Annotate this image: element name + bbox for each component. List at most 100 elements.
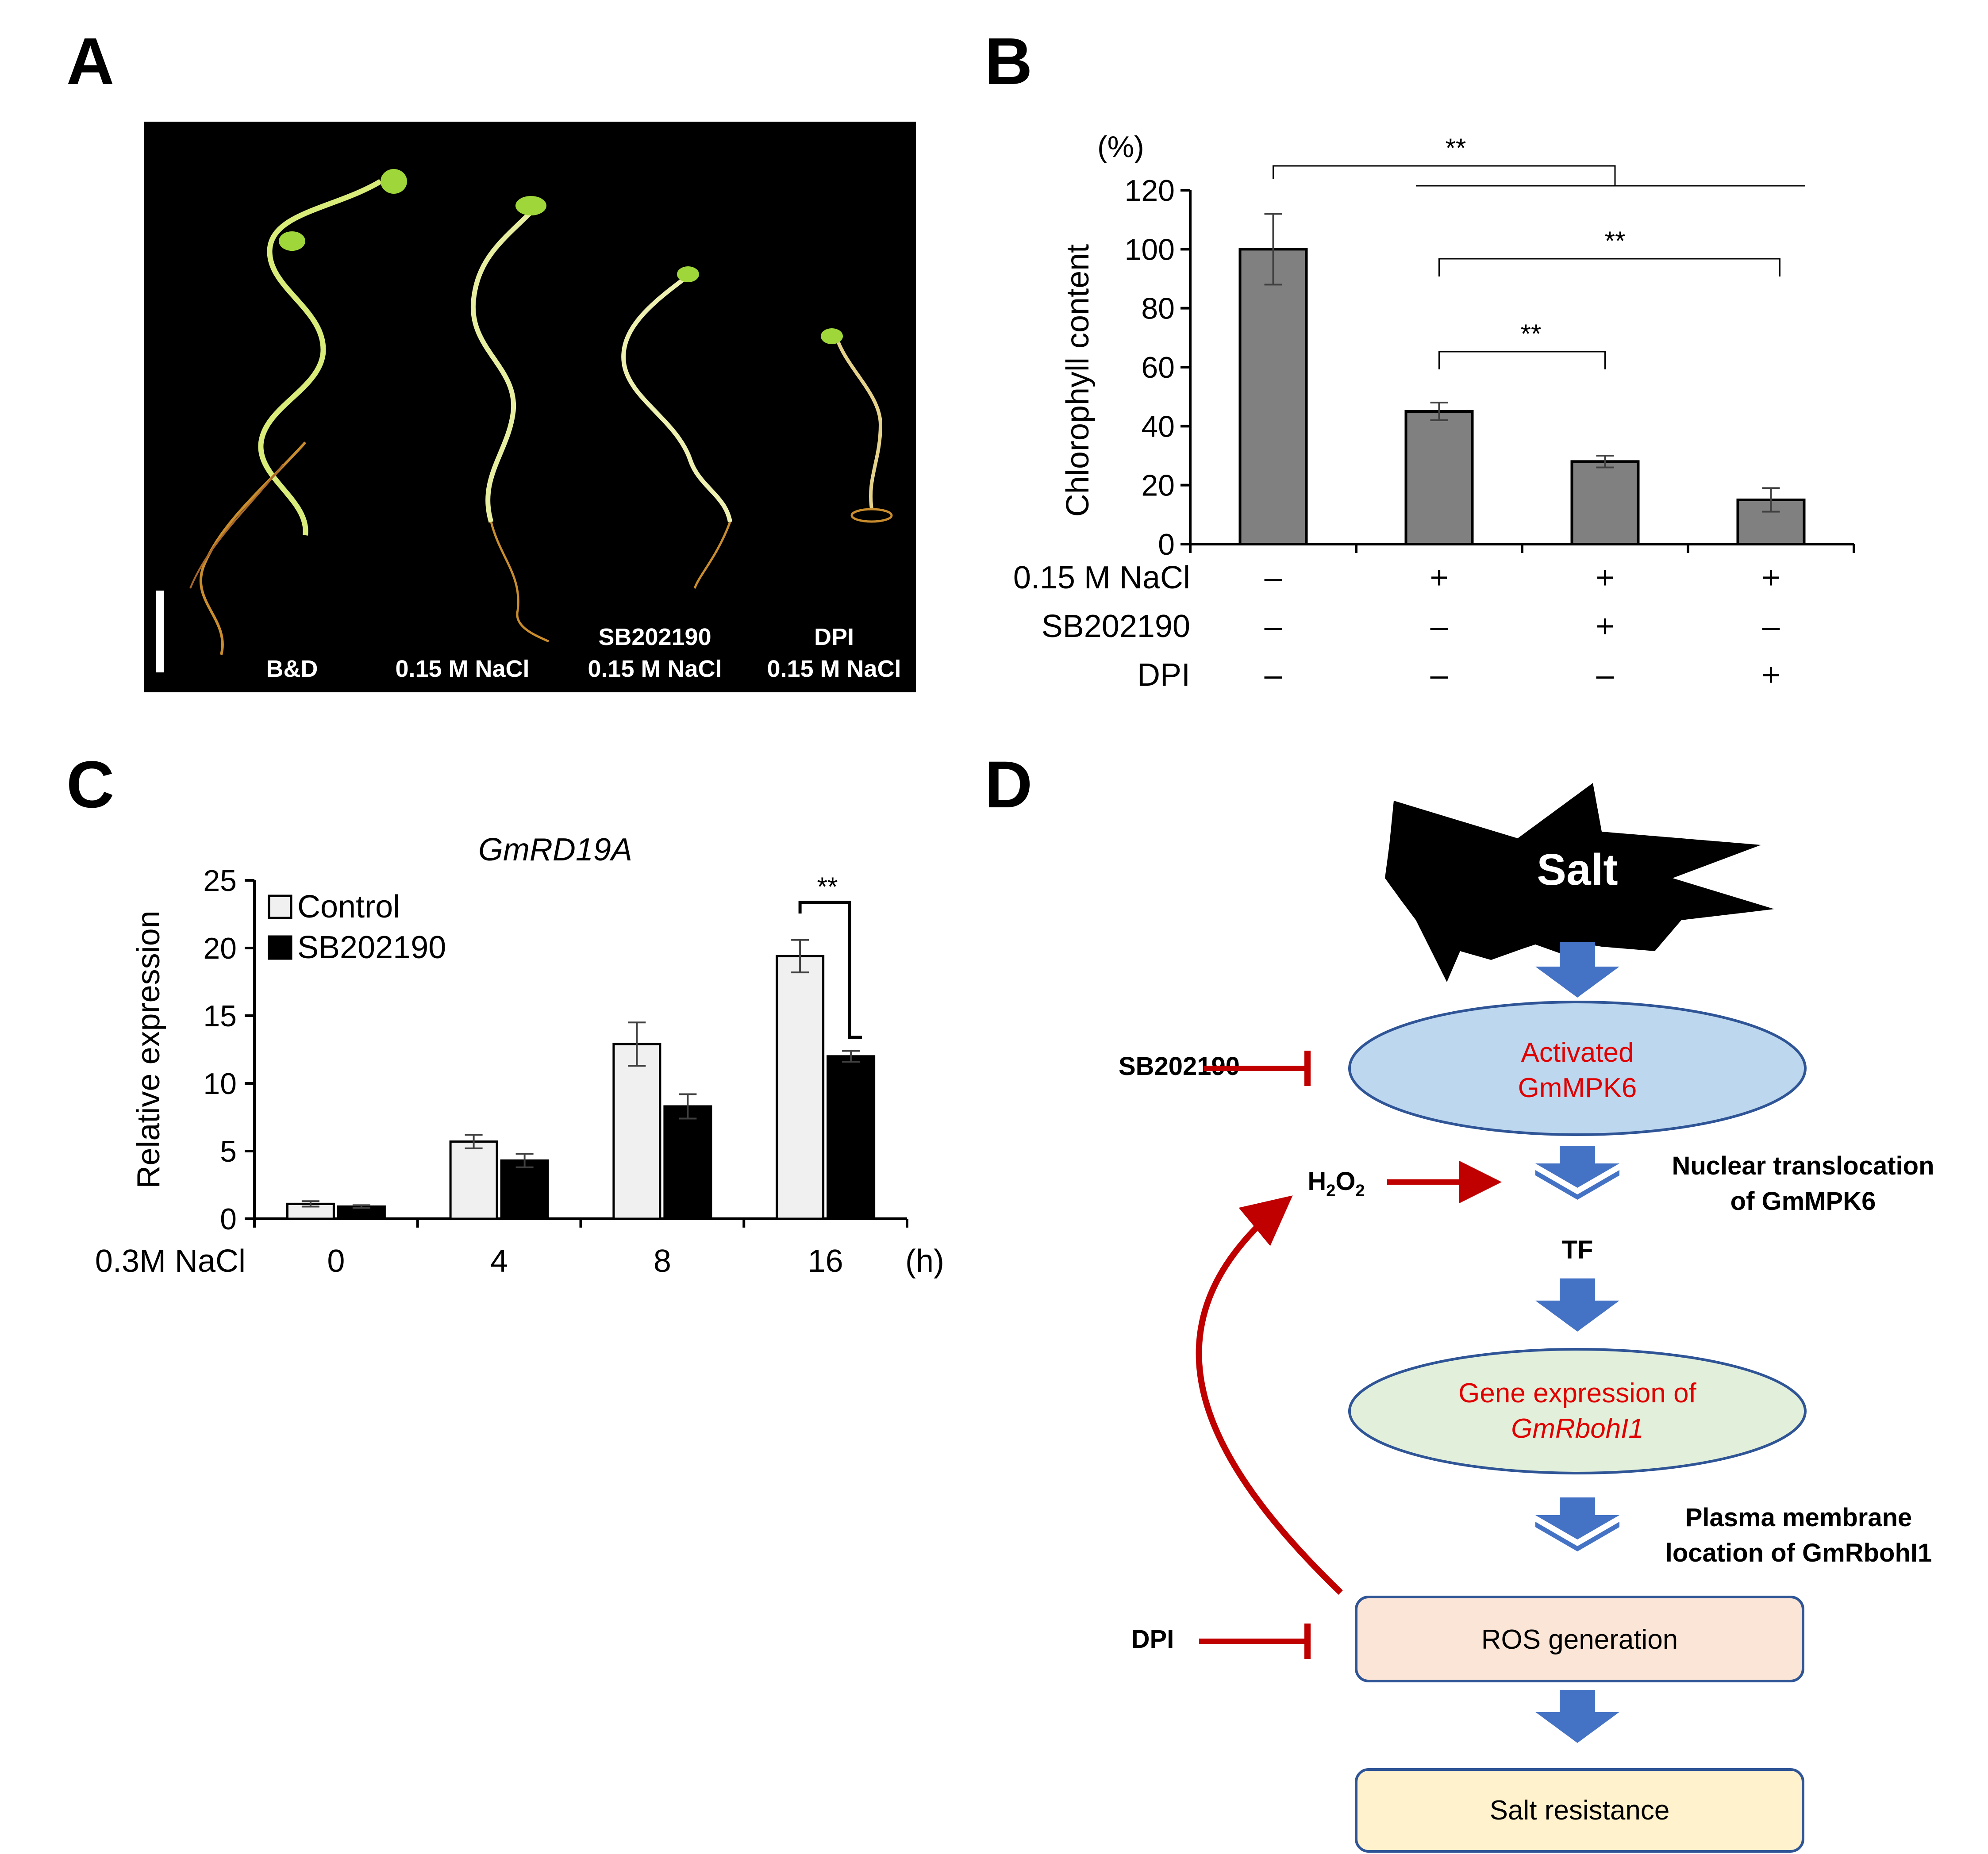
- treatment-sign: –: [1430, 609, 1448, 644]
- y-tick-label: 10: [203, 1067, 237, 1101]
- arrow-down-2b: [1535, 1170, 1619, 1200]
- salt-resistance-node: [1355, 1768, 1804, 1853]
- treatment-sign: –: [1264, 560, 1282, 595]
- bar: [1570, 460, 1640, 546]
- legend-label: Control: [297, 889, 400, 925]
- treatment-sign: +: [1596, 609, 1614, 644]
- y-tick-label: 100: [1125, 233, 1175, 266]
- photo-label-dpi-nacl: 0.15 M NaCl: [767, 656, 901, 682]
- photo-label-bd: B&D: [266, 656, 318, 682]
- photo-label-sb: SB202190: [598, 624, 711, 650]
- y-tick-label: 20: [1141, 469, 1175, 503]
- treatment-label: DPI: [1137, 657, 1190, 693]
- nuclear-line1: Nuclear translocation: [1672, 1152, 1934, 1180]
- y-tick-label: 80: [1141, 292, 1175, 326]
- significance-label: **: [817, 872, 838, 902]
- plasma-line1: Plasma membrane: [1685, 1503, 1912, 1532]
- y-axis-label: Chlorophyll content: [1060, 244, 1096, 517]
- arrow-down-3: [1535, 1278, 1619, 1332]
- x-tick-label: 0: [327, 1244, 345, 1279]
- chlorophyll-chart: 0 20 40 60 80 100 120 (%) Chlorophyll content 0.1…: [1013, 130, 1855, 693]
- h2o2-label: H2O2: [1307, 1167, 1365, 1200]
- resistance-label: Salt resistance: [1490, 1795, 1670, 1826]
- y-tick-label: 5: [220, 1135, 237, 1168]
- treatment-sign: –: [1762, 609, 1780, 644]
- gene-line1: Gene expression of: [1458, 1378, 1696, 1409]
- pathway-diagram: Salt Activated GmMPK6 SB202190 H2O2 Nucl…: [1119, 783, 1934, 1853]
- x-tick-label: 4: [490, 1244, 508, 1279]
- y-tick-label: 0: [1158, 528, 1175, 561]
- arrow-down-4b: [1535, 1522, 1619, 1551]
- significance-label: **: [1521, 319, 1542, 349]
- bar: [1238, 248, 1308, 545]
- treatment-sign: –: [1430, 657, 1448, 693]
- legend-swatch: [268, 935, 292, 960]
- dpi-inhibitor-label: DPI: [1131, 1625, 1174, 1654]
- flow-arrows: [1535, 942, 1619, 1743]
- y-tick-label: 120: [1125, 174, 1175, 207]
- significance-bracket: [1273, 165, 1616, 186]
- ros-label: ROS generation: [1481, 1624, 1678, 1655]
- significance-bracket: [798, 901, 862, 1039]
- y-axis-label: Relative expression: [131, 910, 166, 1188]
- significance-bracket: [1438, 351, 1606, 369]
- scale-bar: [156, 591, 164, 672]
- bar-sb202190: [663, 1105, 712, 1220]
- treatment-sign: +: [1761, 657, 1780, 693]
- legend-label: SB202190: [297, 930, 446, 965]
- significance-label: **: [1605, 226, 1626, 256]
- treatment-sign: –: [1264, 657, 1282, 693]
- bar-control: [776, 955, 825, 1220]
- x-tick-label: 16: [808, 1244, 843, 1279]
- gene-expression-node: [1348, 1348, 1807, 1474]
- seedling-photo: [144, 122, 916, 692]
- x-axis-unit: (h): [905, 1244, 944, 1279]
- bar-sb202190: [500, 1159, 549, 1220]
- y-tick-label: 0: [220, 1202, 237, 1236]
- treatment-sign: –: [1264, 609, 1282, 644]
- y-tick-label: 20: [203, 932, 237, 965]
- chart-title: GmRD19A: [478, 832, 632, 868]
- treatment-sign: –: [1596, 657, 1614, 693]
- significance-bracket: [1438, 258, 1780, 276]
- treatment-sign: +: [1430, 560, 1448, 595]
- photo-label-dpi: DPI: [814, 624, 854, 650]
- y-tick-label: 25: [203, 864, 237, 898]
- treatment-sign: +: [1761, 560, 1780, 595]
- bar-sb202190: [827, 1055, 876, 1220]
- significance-label: **: [1446, 133, 1466, 163]
- treatment-label: 0.15 M NaCl: [1013, 560, 1190, 595]
- nuclear-line2: of GmMPK6: [1730, 1187, 1876, 1216]
- salt-label: Salt: [1537, 845, 1618, 894]
- feedback-arrow: [1196, 1195, 1343, 1595]
- x-tick-label: 8: [654, 1244, 671, 1279]
- y-tick-label: 60: [1141, 351, 1175, 384]
- panel-b-letter: B: [984, 24, 1032, 98]
- treatment-label: SB202190: [1042, 609, 1190, 644]
- arrow-down-1: [1535, 942, 1619, 998]
- tf-label: TF: [1562, 1236, 1593, 1264]
- x-axis-prefix: 0.3M NaCl: [95, 1244, 246, 1279]
- arrow-down-2: [1535, 1146, 1619, 1188]
- arrow-down-4: [1535, 1497, 1619, 1539]
- ros-generation-node: [1355, 1596, 1804, 1682]
- arrow-down-5: [1535, 1690, 1619, 1743]
- activated-gmmpk6-node: [1348, 1001, 1807, 1136]
- salt-starburst: [1385, 783, 1774, 982]
- photo-label-nacl: 0.15 M NaCl: [395, 656, 529, 682]
- bar: [1404, 410, 1474, 545]
- gene-line2: GmRbohI1: [1511, 1413, 1644, 1444]
- unit-label: (%): [1097, 130, 1144, 164]
- activated-line1: Activated: [1521, 1037, 1634, 1068]
- bar-control: [612, 1043, 661, 1220]
- activated-line2: GmMPK6: [1518, 1073, 1637, 1103]
- legend-swatch: [268, 894, 292, 919]
- panel-c-letter: C: [66, 747, 114, 821]
- y-tick-label: 40: [1141, 410, 1175, 443]
- photo-label-sb-nacl: 0.15 M NaCl: [588, 656, 722, 682]
- y-tick-label: 15: [203, 999, 237, 1033]
- bar-control: [449, 1140, 498, 1220]
- panel-d-letter: D: [984, 747, 1032, 821]
